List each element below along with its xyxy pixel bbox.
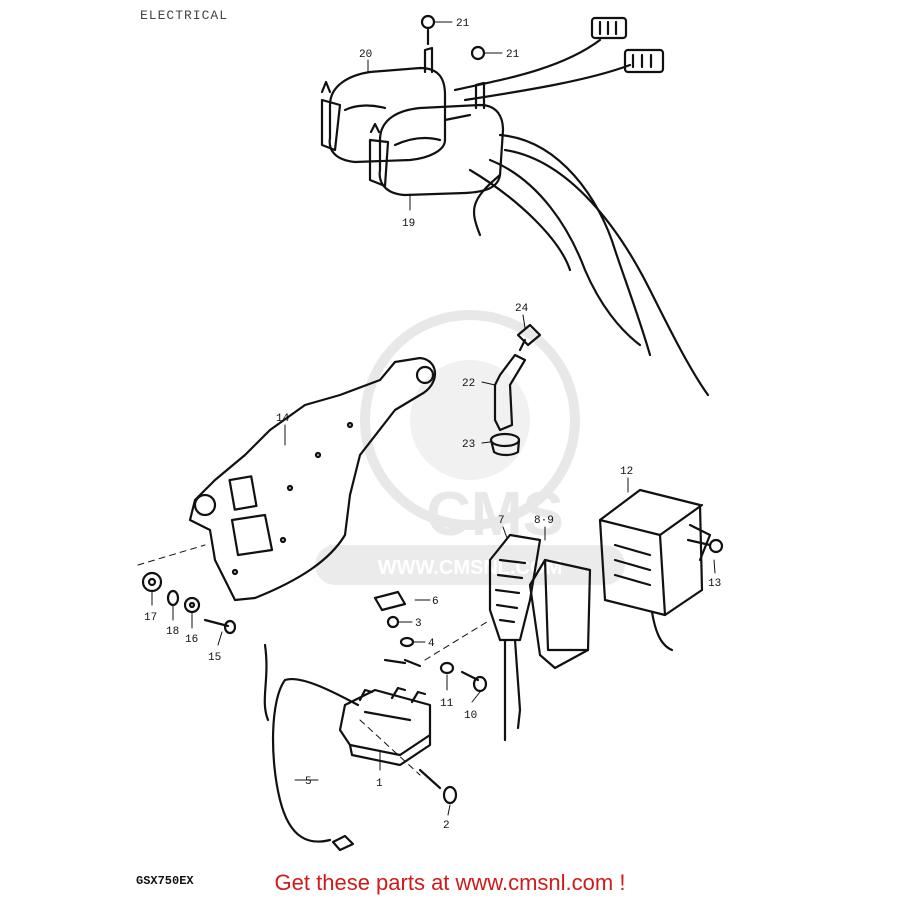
nut-21b [470, 45, 486, 61]
callout-14: 14 [276, 413, 290, 425]
leader-lines [137, 21, 716, 816]
callout-22: 22 [462, 378, 475, 390]
watermark-mascot-circle [360, 310, 580, 530]
callout-4: 4 [428, 638, 435, 650]
callout-6: 6 [432, 596, 439, 608]
washer-18 [166, 589, 180, 607]
washer-4 [399, 636, 415, 648]
cap-23 [489, 432, 521, 457]
callout-12: 12 [620, 466, 633, 478]
coupler-top-1 [590, 16, 628, 40]
terminal-block-7 [488, 533, 542, 742]
regulator-12 [598, 488, 712, 652]
callout-11: 11 [440, 698, 454, 710]
callout-24: 24 [515, 303, 529, 315]
nut-21a [420, 14, 436, 30]
nut-17 [141, 571, 163, 593]
callout-13: 13 [708, 578, 721, 590]
callout-7: 7 [498, 515, 505, 527]
callout-21b: 21 [506, 49, 520, 61]
callout-15: 15 [208, 652, 221, 664]
bolt-2 [418, 768, 458, 805]
callout-21a: 21 [456, 18, 470, 30]
callout-10: 10 [464, 710, 477, 722]
watermark-mascot-inner [410, 360, 530, 480]
bolt-13 [686, 538, 724, 554]
callout-20: 20 [359, 49, 372, 61]
nut-3 [386, 615, 400, 629]
fuse-cover-8-9 [528, 558, 592, 670]
callout-16: 16 [185, 634, 198, 646]
callout-2: 2 [443, 820, 450, 832]
coupler-top-2 [623, 48, 665, 74]
callouts: 21 21 20 19 24 22 23 14 12 7 8·9 13 17 1… [144, 18, 721, 832]
bolt-15 [203, 618, 237, 635]
callout-8-9: 8·9 [534, 515, 554, 527]
callout-3: 3 [415, 618, 422, 630]
bolt-10 [460, 670, 488, 693]
callout-1: 1 [376, 778, 383, 790]
pipe-22 [493, 353, 527, 432]
footer-link[interactable]: Get these parts at www.cmsnl.com ! [274, 870, 626, 895]
callout-23: 23 [462, 439, 475, 451]
bracket-14 [188, 356, 436, 602]
callout-5: 5 [305, 776, 312, 788]
starter-relay-1 [338, 686, 432, 767]
washer-16 [183, 596, 201, 614]
cap-6 [373, 590, 407, 612]
callout-19: 19 [402, 218, 415, 230]
watermark-brand: CMS [426, 480, 564, 549]
ignition-coil-20 [320, 28, 447, 164]
callout-18: 18 [166, 626, 179, 638]
watermark-banner [315, 545, 625, 585]
callout-17: 17 [144, 612, 157, 624]
header-title: ELECTRICAL [140, 8, 229, 23]
joint-24 [516, 323, 542, 352]
starter-cable-5 [263, 643, 422, 852]
model-code: GSX750EX [136, 874, 194, 888]
coil-wires [453, 38, 710, 397]
washer-11 [439, 661, 455, 675]
